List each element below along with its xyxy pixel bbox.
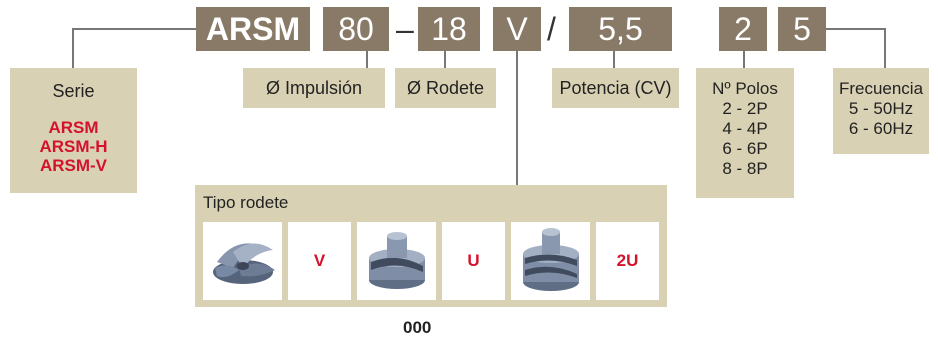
- potencia-label: Potencia (CV): [552, 68, 679, 108]
- impeller-v-code: V: [288, 222, 351, 300]
- code-series: ARSM: [196, 7, 310, 51]
- impulsion-label: Ø Impulsión: [243, 68, 385, 108]
- polos-item: 4 - 4P: [722, 119, 768, 138]
- code-impulsion: 80: [323, 7, 389, 51]
- polos-item: 8 - 8P: [722, 159, 768, 178]
- code-potencia: 5,5: [569, 7, 672, 51]
- polos-item: 2 - 2P: [722, 99, 768, 118]
- serie-title: Serie: [52, 81, 95, 101]
- frecuencia-item: 5 - 50Hz: [848, 99, 914, 118]
- frecuencia-title: Frecuencia: [838, 79, 924, 98]
- connector-serie-v: [72, 28, 74, 68]
- code-polos: 2: [719, 7, 767, 51]
- impeller-2u-code: 2U: [596, 222, 659, 300]
- open-vortex-impeller-icon: [213, 243, 275, 284]
- serie-item: ARSM: [48, 118, 99, 137]
- single-channel-impeller-icon: [369, 232, 425, 289]
- connector-frecuencia-v: [884, 28, 886, 68]
- double-channel-impeller-icon: [523, 228, 579, 291]
- frecuencia-list: 5 - 50Hz 6 - 60Hz: [833, 99, 929, 139]
- connector-serie-h: [72, 28, 200, 30]
- connector-polos: [743, 51, 745, 68]
- serie-list: ARSM ARSM-H ARSM-V: [10, 118, 137, 175]
- serie-item: ARSM-V: [39, 156, 108, 175]
- polos-title: Nº Polos: [712, 79, 778, 98]
- code-rodete: 18: [418, 7, 480, 51]
- connector-frecuencia-h: [826, 28, 886, 30]
- impeller-u-image-cell: [357, 222, 436, 300]
- impeller-2u-image-cell: [511, 222, 590, 300]
- connector-tipo: [516, 51, 518, 185]
- serie-item: ARSM-H: [39, 137, 108, 156]
- rodete-label: Ø Rodete: [395, 68, 496, 108]
- connector-rodete: [444, 51, 446, 68]
- code-frecuencia: 5: [778, 7, 826, 51]
- separator-dash: –: [396, 10, 414, 47]
- tipo-rodete-title: Tipo rodete: [203, 193, 289, 212]
- serie-box: Serie ARSM ARSM-H ARSM-V: [10, 68, 137, 193]
- polos-list: 2 - 2P 4 - 4P 6 - 6P 8 - 8P: [696, 99, 794, 179]
- impeller-u-code: U: [442, 222, 505, 300]
- connector-potencia: [613, 51, 615, 68]
- frecuencia-box: Frecuencia 5 - 50Hz 6 - 60Hz: [833, 68, 929, 154]
- polos-box: Nº Polos 2 - 2P 4 - 4P 6 - 6P 8 - 8P: [696, 68, 794, 198]
- polos-item: 6 - 6P: [722, 139, 768, 158]
- code-tipo: V: [493, 7, 541, 51]
- frecuencia-item: 6 - 60Hz: [848, 119, 914, 138]
- separator-slash: /: [547, 10, 556, 47]
- connector-impulsion: [366, 51, 368, 68]
- impeller-v-image-cell: [203, 222, 282, 300]
- footer-code: 000: [403, 318, 432, 337]
